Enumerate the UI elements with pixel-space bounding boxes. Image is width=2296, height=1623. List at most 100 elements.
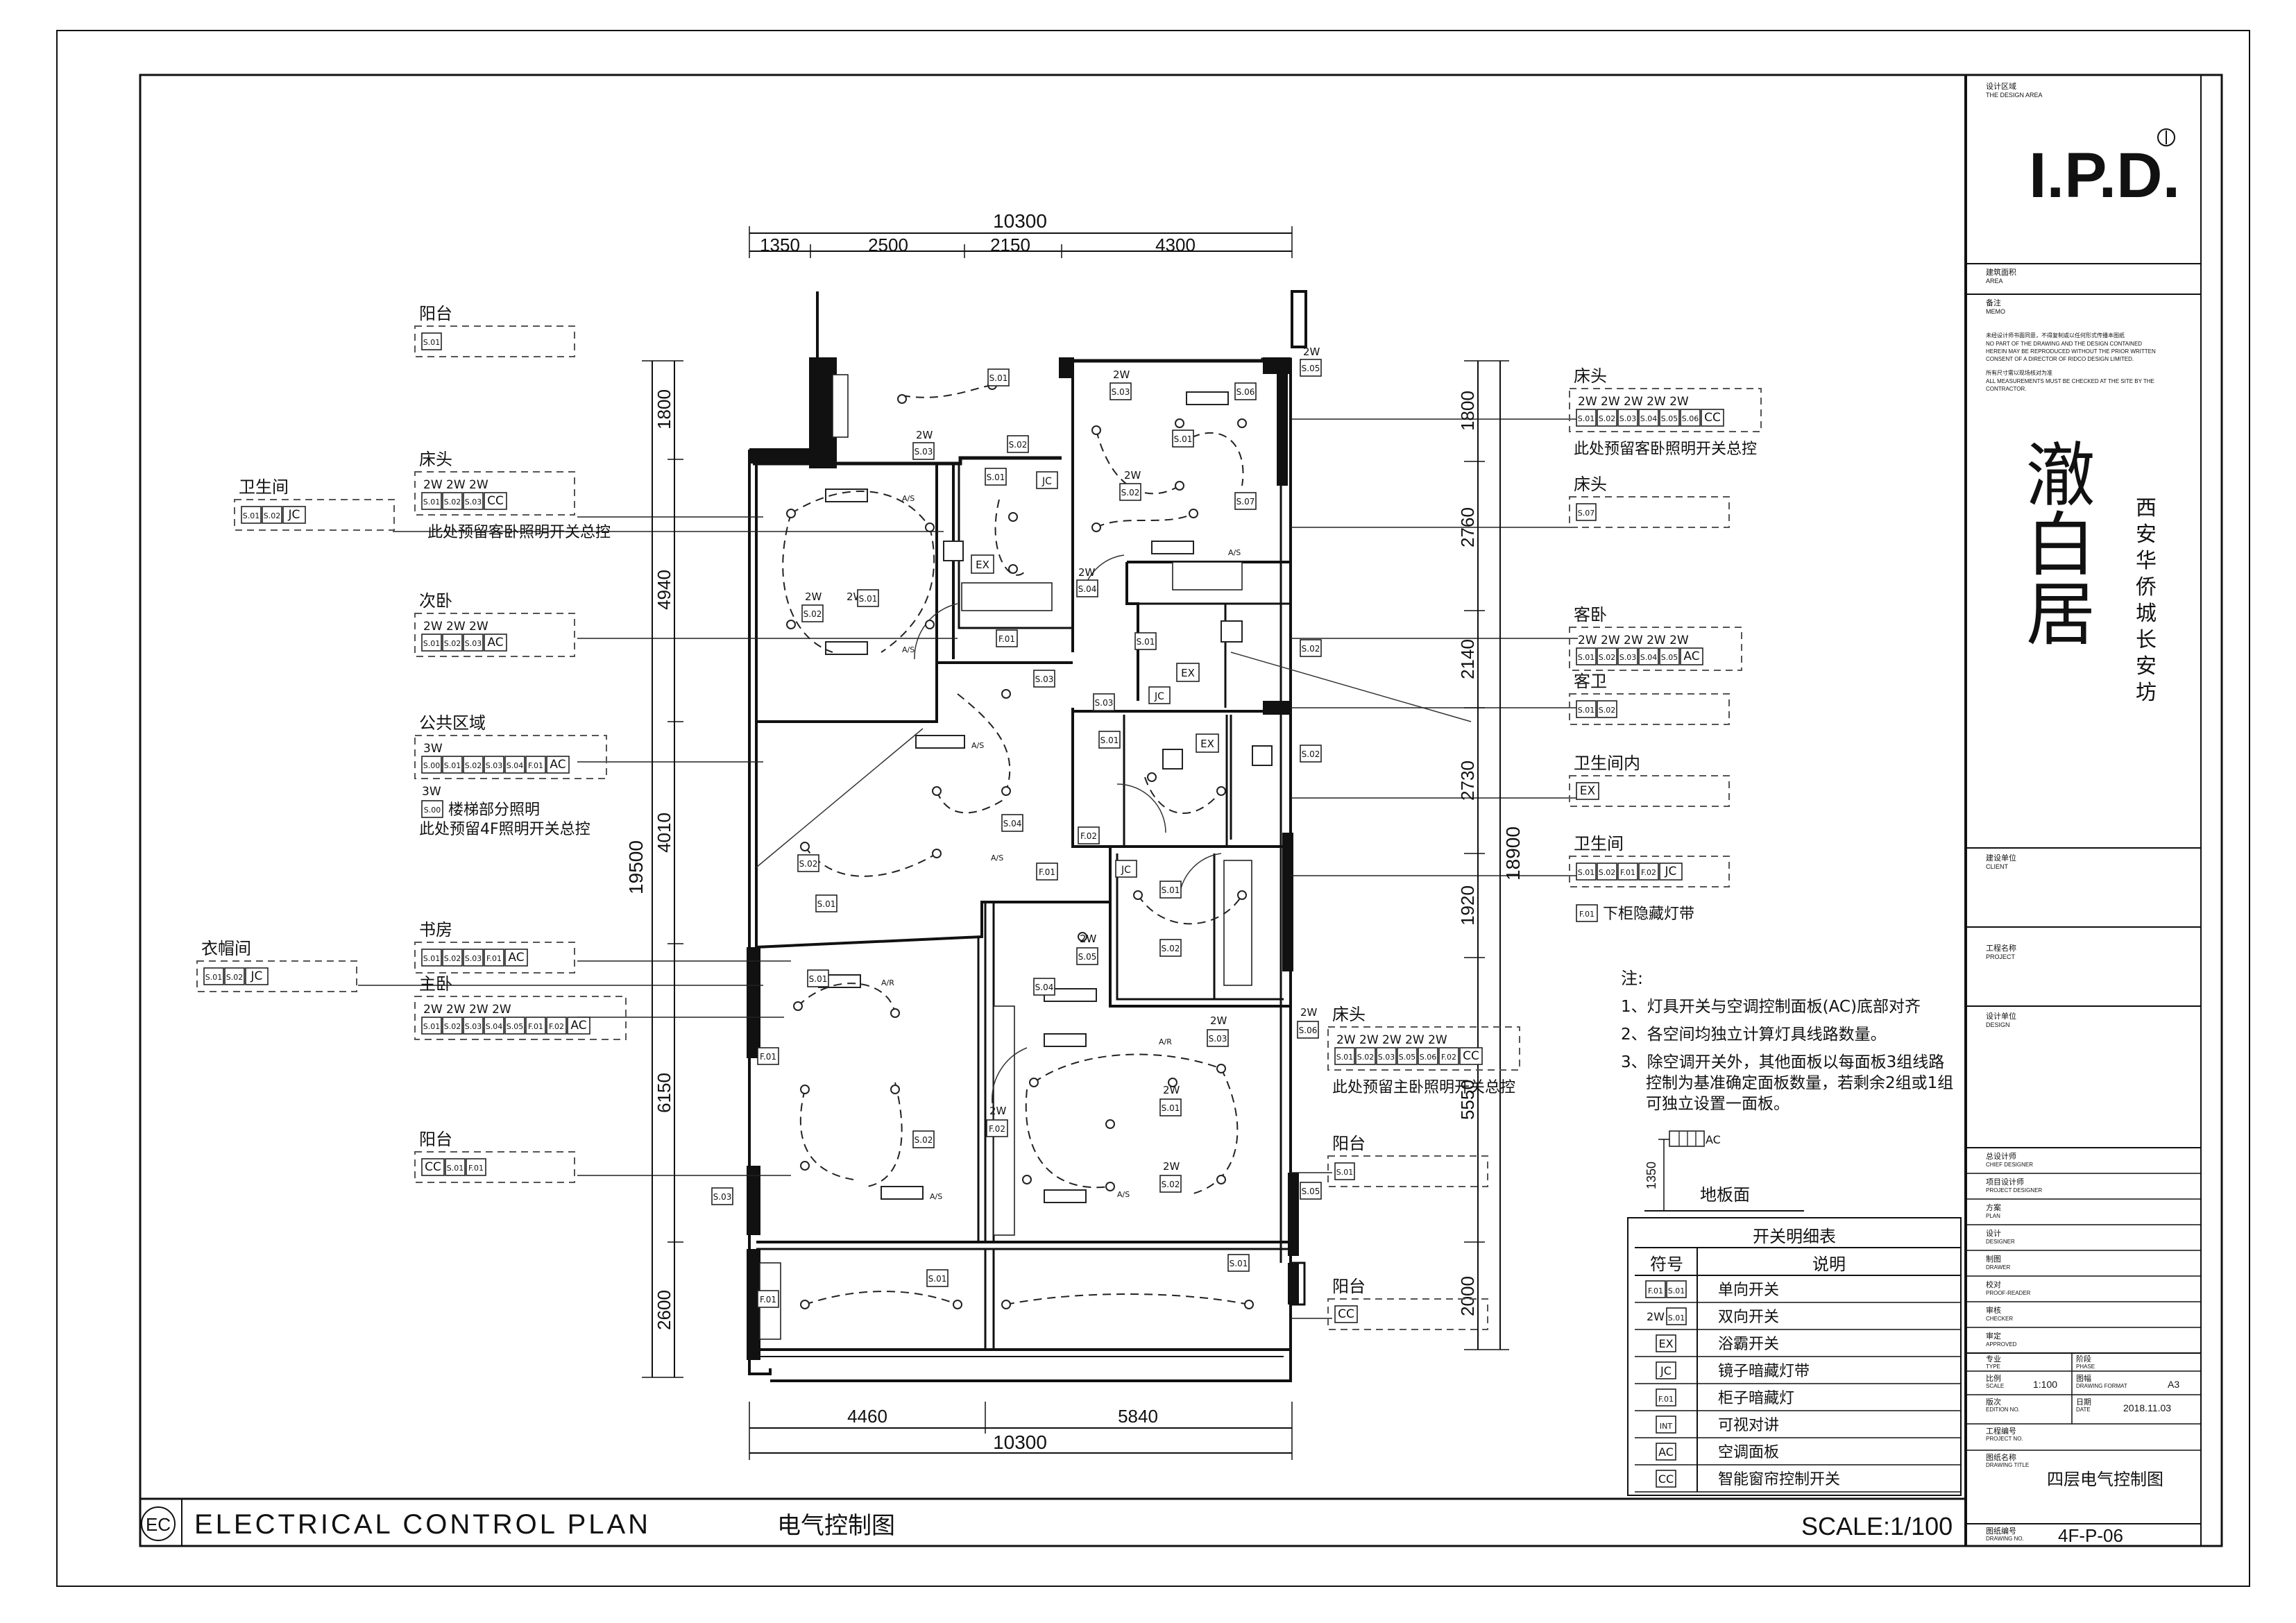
group-code-box-study-2 <box>463 949 484 967</box>
tb-format-cn: 图幅 <box>2076 1374 2091 1383</box>
group-code-second-bedroom-1: S.02 <box>444 639 461 648</box>
svg-text:2W: 2W <box>1300 1006 1318 1019</box>
group-code-box-bedhead-right-top-3 <box>1638 409 1659 427</box>
group-code-box-bedhead-right-2-0 <box>1576 503 1597 521</box>
group-title-toilet-left: 卫生间 <box>239 477 289 497</box>
tag-f01-c: F.01 <box>757 1047 779 1065</box>
tag-2w-s06-master: 2WS.06 <box>1297 1006 1319 1039</box>
switch-row-desc-5: 可视对讲 <box>1718 1417 1779 1434</box>
svg-text:S.02: S.02 <box>1302 644 1320 654</box>
group-code-box-bedhead-left-3 <box>484 492 507 510</box>
tb-row-cn-5: 校对 <box>1986 1280 2001 1289</box>
title-scale: SCALE:1/100 <box>1801 1512 1953 1540</box>
tb-row-en-4: DRAWER <box>1986 1264 2010 1271</box>
group-code-box-cloakroom-0 <box>203 967 224 985</box>
group-code-public-area-6: AC <box>550 758 566 772</box>
dim-top-seg-2: 2500 <box>868 235 908 255</box>
tb-scale-cn: 比例 <box>1986 1373 2001 1383</box>
dim-right-seg-1: 1800 <box>1457 391 1478 431</box>
switch-row-symbol-box-3-0 <box>1656 1361 1676 1379</box>
tag-2w-s03-a: 2WS.03 <box>912 429 935 460</box>
group-title-balcony-bottom: 阳台 <box>419 1130 452 1149</box>
tag-ex-c: EX <box>1196 733 1219 753</box>
switch-row-symbol-6-0: AC <box>1658 1445 1674 1459</box>
dim-right-seg-5: 1920 <box>1457 885 1478 926</box>
group-code-guest-bedroom-1: S.02 <box>1599 653 1615 662</box>
label-as-4: A/S <box>1228 548 1241 557</box>
switch-group-balcony-right-1: 阳台S.01 <box>1327 1134 1488 1187</box>
tag-jc-b: JC <box>1148 686 1171 704</box>
tb-memo-line-1: 未经设计师书面同意，不得复制或以任何形式传播本图纸 <box>1986 332 2125 339</box>
svg-text:JC: JC <box>1041 476 1052 487</box>
switch-row-symbol-3-0: JC <box>1660 1364 1672 1377</box>
switch-row-symbol-2-0: EX <box>1658 1337 1673 1350</box>
group-code-box-bedhead-right-top-6 <box>1701 409 1724 427</box>
tb-projno-en: PROJECT NO. <box>1986 1436 2023 1442</box>
group-title-bedhead-left: 床头 <box>419 450 452 469</box>
group-code-toilet-right-1: S.02 <box>1599 868 1615 877</box>
wiring-arcs <box>782 384 1250 1305</box>
group-code-box-bedhead-master-0 <box>1334 1047 1355 1065</box>
group-code-box-toilet-right-2 <box>1617 863 1638 881</box>
dim-right-total: 18900 <box>1502 826 1524 881</box>
group-extra-code-public-area: S.00 <box>424 806 441 815</box>
floor-label: 地板面 <box>1700 1185 1750 1205</box>
tag-s04-b: S.04 <box>1001 814 1023 832</box>
group-code-box-toilet-right-4 <box>1659 863 1683 881</box>
group-code-guest-bath-1: S.02 <box>1599 706 1615 715</box>
tag-s01-bal1: S.01 <box>926 1269 949 1287</box>
group-note-bedhead-right-top: 此处预留客卧照明开关总控 <box>1574 441 1757 458</box>
tb-row-en-1: PROJECT DESIGNER <box>1986 1187 2042 1193</box>
notes-title: 注: <box>1621 969 1643 988</box>
svg-text:F.01: F.01 <box>760 1295 776 1305</box>
tb-date-en: DATE <box>2076 1407 2091 1413</box>
title-badge: EC <box>146 1514 171 1535</box>
group-title-bedhead-right-top: 床头 <box>1574 366 1607 386</box>
title-block: 设计区域 THE DESIGN AREA I.P.D. 建筑面积 AREA 备注… <box>1966 75 2202 1546</box>
group-code-box-master-bedroom-3 <box>484 1017 504 1035</box>
label-as-1: A/S <box>902 494 915 503</box>
group-outline-bedhead-master <box>1327 1026 1520 1071</box>
svg-text:S.03: S.03 <box>1095 698 1114 708</box>
tb-scale-val: 1:100 <box>2033 1379 2057 1390</box>
dim-right-seg-3: 2140 <box>1457 639 1478 679</box>
tb-row-cn-7: 审定 <box>1986 1331 2001 1341</box>
svg-text:S.01: S.01 <box>1100 736 1119 745</box>
group-code-master-bedroom-7: AC <box>570 1019 586 1033</box>
tag-jc-a: JC <box>1036 471 1058 489</box>
group-outline-guest-bedroom <box>1569 627 1742 671</box>
group-code-box-bedhead-master-3 <box>1397 1047 1418 1065</box>
group-title-guest-bedroom: 客卧 <box>1574 605 1607 624</box>
tb-memo-line-4: CONSENT OF A DIRECTOR OF RIDCO DESIGN LI… <box>1986 356 2134 362</box>
svg-text:S.01: S.01 <box>1162 1103 1180 1113</box>
switch-row-symbol-box-2-0 <box>1656 1334 1676 1352</box>
tb-row-en-0: CHIEF DESIGNER <box>1986 1162 2033 1168</box>
tag-2w-f02: 2WF.02 <box>986 1105 1008 1137</box>
switch-row-symbol-0-1: S.01 <box>1668 1286 1685 1295</box>
tb-design-unit-en: DESIGN <box>1986 1021 2010 1028</box>
tag-s01-g: S.01 <box>815 894 837 912</box>
group-code-box-cloakroom-2 <box>245 967 269 985</box>
group-code-bedhead-master-4: S.06 <box>1420 1053 1436 1062</box>
tag-2w-s02-master: 2WS.02 <box>1159 1160 1182 1193</box>
label-as-5: A/S <box>1117 1190 1130 1199</box>
group-code-guest-bath-0: S.01 <box>1578 706 1595 715</box>
tb-design-area-en: THE DESIGN AREA <box>1986 92 2043 99</box>
group-code-box-master-bedroom-0 <box>421 1017 442 1035</box>
group-title-study: 书房 <box>419 920 452 940</box>
svg-text:S.02: S.02 <box>1121 488 1140 498</box>
group-code-box-balcony-right-1-0 <box>1334 1162 1355 1180</box>
tag-s01-c: S.01 <box>985 468 1007 486</box>
svg-text:2W: 2W <box>989 1105 1007 1117</box>
tb-phase-en: PHASE <box>2076 1363 2095 1370</box>
group-code-box-balcony-bottom-1 <box>445 1158 466 1176</box>
